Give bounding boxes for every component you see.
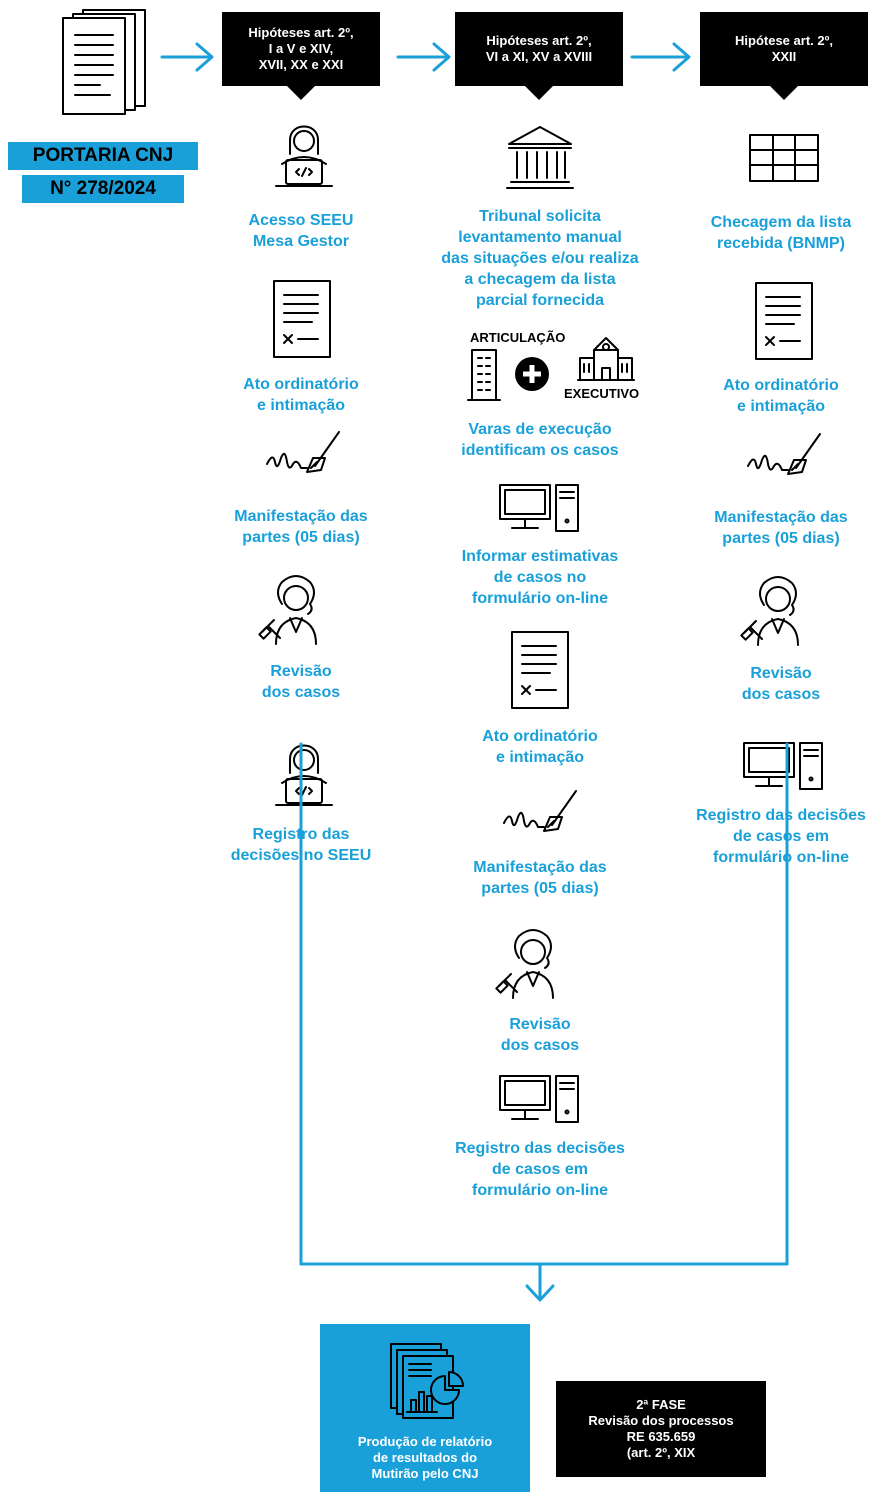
col1-step-revisao: Revisão dos casos	[261, 663, 341, 701]
portaria-number: N° 278/2024	[22, 175, 184, 203]
office-building-icon	[467, 349, 501, 401]
col1-step-access: Acesso SEEU Mesa Gestor	[248, 212, 354, 250]
document-x-icon	[273, 280, 331, 358]
result-box-label: Produção de relatório de resultados do M…	[357, 1434, 493, 1481]
document-stack-icon	[62, 9, 146, 115]
col2-step-informar: Informar estimativas de casos no formulá…	[461, 548, 619, 607]
col2-step-ato: Ato ordinatório e intimação	[482, 728, 598, 766]
articulacao-label: ARTICULAÇÃO	[470, 330, 566, 345]
courthouse-icon	[506, 126, 574, 189]
judge-icon	[495, 929, 554, 999]
school-building-icon	[577, 337, 635, 381]
col2-step-registro: Registro das decisões de casos em formul…	[455, 1140, 625, 1199]
developer-person-icon	[275, 125, 333, 187]
col3-step-manifestacao: Manifestação das partes (05 dias)	[714, 509, 848, 547]
document-x-icon	[511, 631, 569, 709]
portaria-title: PORTARIA CNJ	[8, 142, 198, 170]
col2-step-revisao: Revisão dos casos	[500, 1016, 580, 1054]
signature-pen-icon	[747, 433, 821, 475]
document-x-icon	[755, 282, 813, 360]
plus-circle-icon	[515, 357, 549, 391]
judge-icon	[258, 575, 317, 645]
computer-icon	[743, 742, 823, 790]
col2-step-varas: Varas de execução identificam os casos	[461, 421, 619, 459]
developer-person-icon	[275, 744, 333, 806]
col2-step-tribunal: Tribunal solicita levantamento manual da…	[441, 208, 639, 309]
col1-step-manifestacao: Manifestação das partes (05 dias)	[234, 508, 368, 546]
col3-step-ato: Ato ordinatório e intimação	[723, 377, 839, 415]
header-col2: Hipóteses art. 2º, VI a XI, XV a XVIII	[455, 12, 623, 100]
col3-step-checagem: Checagem da lista recebida (BNMP)	[710, 214, 852, 252]
report-chart-icon	[390, 1343, 464, 1419]
col2-step-manifestacao: Manifestação das partes (05 dias)	[473, 859, 607, 897]
executivo-label: EXECUTIVO	[564, 386, 640, 401]
col1-step-ato: Ato ordinatório e intimação	[243, 376, 359, 414]
signature-pen-icon	[266, 431, 340, 473]
header-col1: Hipóteses art. 2º, I a V e XIV, XVII, XX…	[222, 12, 380, 100]
header-col3: Hipótese art. 2º, XXII	[700, 12, 868, 100]
grid-table-icon	[749, 134, 819, 182]
signature-pen-icon	[503, 790, 577, 832]
computer-icon	[499, 484, 579, 532]
col3-step-revisao: Revisão dos casos	[741, 665, 821, 703]
judge-icon	[740, 576, 799, 646]
fase-box: 2ª FASE Revisão dos processos RE 635.659…	[556, 1381, 766, 1477]
computer-icon	[499, 1075, 579, 1123]
